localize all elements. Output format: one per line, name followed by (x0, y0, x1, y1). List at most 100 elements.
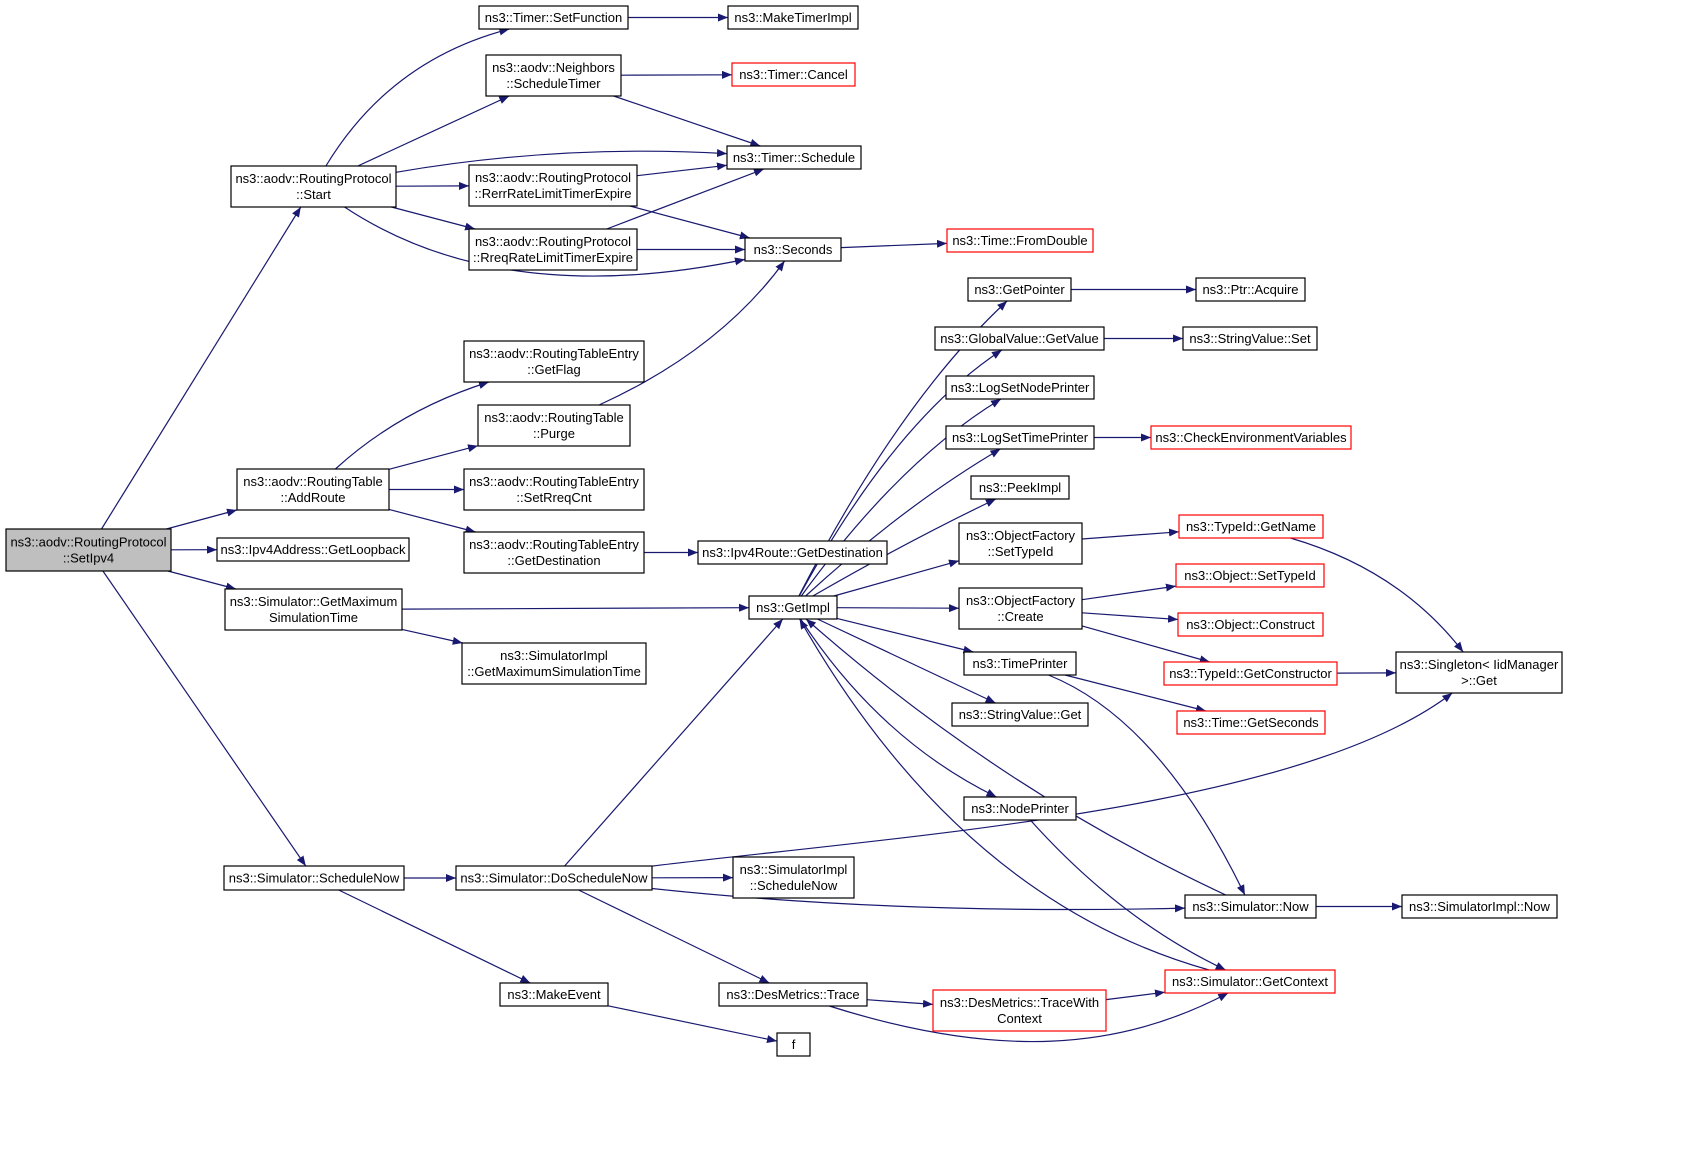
node-label: ns3::StringValue::Get (959, 707, 1082, 722)
node-timegetseconds[interactable]: ns3::Time::GetSeconds (1176, 710, 1326, 735)
node-fromdouble[interactable]: ns3::Time::FromDouble (946, 228, 1094, 253)
node-box (1164, 969, 1336, 994)
node-box (224, 588, 403, 631)
node-makeevent[interactable]: ns3::MakeEvent (499, 982, 609, 1007)
node-logsetnode[interactable]: ns3::LogSetNodePrinter (945, 375, 1095, 400)
node-simimplschedulenow[interactable]: ns3::SimulatorImpl::ScheduleNow (732, 856, 855, 899)
node-box (744, 237, 842, 262)
edge-destrace-to-destracewith (866, 999, 934, 1008)
node-purge[interactable]: ns3::aodv::RoutingTable::Purge (477, 404, 631, 447)
node-box (499, 982, 609, 1007)
node-getloopback[interactable]: ns3::Ipv4Address::GetLoopback (216, 537, 410, 562)
node-singletonget[interactable]: ns3::Singleton< IidManager>::Get (1395, 651, 1563, 694)
node-label: ns3::Simulator::ScheduleNow (229, 871, 400, 886)
node-getimpl[interactable]: ns3::GetImpl (748, 595, 838, 620)
node-checkenv[interactable]: ns3::CheckEnvironmentVariables (1150, 425, 1352, 450)
edge-start-to-neighbors (357, 95, 510, 167)
node-ptracquire[interactable]: ns3::Ptr::Acquire (1195, 277, 1306, 302)
node-box (1176, 710, 1326, 735)
node-label: ns3::Simulator::Now (1192, 899, 1309, 914)
node-box (776, 1032, 811, 1057)
node-f[interactable]: f (776, 1032, 811, 1057)
node-ipv4routegetdest[interactable]: ns3::Ipv4Route::GetDestination (697, 540, 888, 565)
node-setfunction[interactable]: ns3::Timer::SetFunction (478, 5, 629, 30)
edge-getmaxsim-to-getimpl (401, 603, 750, 612)
node-addroute[interactable]: ns3::aodv::RoutingTable::AddRoute (236, 468, 390, 511)
node-box (731, 62, 856, 87)
node-label: ns3::Ipv4Route::GetDestination (702, 545, 883, 560)
node-stringvalueget[interactable]: ns3::StringValue::Get (951, 702, 1089, 727)
edge-ofsettypeid-to-typeidgetname (1081, 528, 1180, 540)
node-schedulenow[interactable]: ns3::Simulator::ScheduleNow (223, 865, 405, 891)
node-logsettime[interactable]: ns3::LogSetTimePrinter (945, 425, 1095, 450)
node-label: ns3::StringValue::Set (1189, 331, 1311, 346)
node-label: ::SetIpv4 (63, 551, 114, 566)
node-label: ::Start (296, 187, 331, 202)
edge-simgetcontext-to-getimpl (799, 618, 1210, 971)
node-ofcreate[interactable]: ns3::ObjectFactory::Create (958, 587, 1083, 630)
node-label: ns3::aodv::RoutingTable (484, 410, 623, 425)
edge-ofcreate-to-objsettypeid (1081, 583, 1177, 601)
edge-doschedulenow-to-getimpl (564, 618, 784, 867)
node-globalgetvalue[interactable]: ns3::GlobalValue::GetValue (934, 326, 1105, 351)
node-timercancel[interactable]: ns3::Timer::Cancel (731, 62, 856, 87)
node-label: ::GetMaximumSimulationTime (467, 664, 641, 679)
node-label: ns3::DesMetrics::TraceWith (940, 995, 1099, 1010)
node-nodeprinter[interactable]: ns3::NodePrinter (963, 796, 1077, 821)
node-label: ns3::Time::FromDouble (952, 233, 1087, 248)
node-simimplmax[interactable]: ns3::SimulatorImpl::GetMaximumSimulation… (461, 642, 647, 685)
node-destrace[interactable]: ns3::DesMetrics::Trace (718, 982, 868, 1007)
node-neighbors[interactable]: ns3::aodv::Neighbors::ScheduleTimer (485, 54, 622, 97)
node-start[interactable]: ns3::aodv::RoutingProtocol::Start (230, 165, 397, 208)
node-peekimpl[interactable]: ns3::PeekImpl (970, 475, 1070, 500)
node-simimplnow[interactable]: ns3::SimulatorImpl::Now (1401, 894, 1558, 919)
node-label: ns3::Singleton< IidManager (1400, 657, 1559, 672)
edge-simnow-to-getimpl (805, 618, 1227, 896)
node-box (1178, 514, 1324, 539)
node-label: ns3::aodv::RoutingTable (243, 474, 382, 489)
node-simgetcontext[interactable]: ns3::Simulator::GetContext (1164, 969, 1336, 994)
node-box (958, 587, 1083, 630)
node-label: ns3::aodv::Neighbors (492, 60, 615, 75)
node-timerschedule[interactable]: ns3::Timer::Schedule (726, 145, 862, 170)
node-label: ns3::CheckEnvironmentVariables (1155, 430, 1347, 445)
node-box (697, 540, 888, 565)
node-label: SimulationTime (269, 610, 358, 625)
node-box (963, 796, 1077, 821)
node-box (463, 468, 645, 511)
node-label: ::GetFlag (527, 362, 580, 377)
node-label: ns3::Time::GetSeconds (1183, 715, 1319, 730)
node-rerr[interactable]: ns3::aodv::RoutingProtocol::RerrRateLimi… (468, 164, 638, 207)
node-maketimerimpl[interactable]: ns3::MakeTimerImpl (727, 5, 859, 30)
node-getpointer[interactable]: ns3::GetPointer (967, 277, 1072, 302)
node-label: ::Purge (533, 426, 575, 441)
node-label: ::RerrRateLimitTimerExpire (475, 186, 632, 201)
node-label: ns3::MakeEvent (507, 987, 601, 1002)
node-box (970, 475, 1070, 500)
node-seconds[interactable]: ns3::Seconds (744, 237, 842, 262)
node-getflag[interactable]: ns3::aodv::RoutingTableEntry::GetFlag (463, 340, 645, 383)
node-ofsettypeid[interactable]: ns3::ObjectFactory::SetTypeId (958, 522, 1083, 565)
node-simnow[interactable]: ns3::Simulator::Now (1184, 894, 1317, 919)
node-label: ns3::aodv::RoutingProtocol (235, 171, 391, 186)
edge-getimpl-to-ofsettypeid (833, 559, 960, 597)
node-label: ns3::TypeId::GetConstructor (1169, 666, 1332, 681)
node-box (951, 702, 1089, 727)
node-objsettypeid[interactable]: ns3::Object::SetTypeId (1175, 563, 1325, 588)
node-setrreq[interactable]: ns3::aodv::RoutingTableEntry::SetRreqCnt (463, 468, 645, 511)
node-label: ns3::MakeTimerImpl (734, 10, 851, 25)
node-timeprinter[interactable]: ns3::TimePrinter (963, 651, 1077, 676)
node-typeidgetctor[interactable]: ns3::TypeId::GetConstructor (1163, 661, 1338, 686)
node-typeidgetname[interactable]: ns3::TypeId::GetName (1178, 514, 1324, 539)
node-doschedulenow[interactable]: ns3::Simulator::DoScheduleNow (455, 865, 653, 891)
node-stringvalueset[interactable]: ns3::StringValue::Set (1182, 326, 1318, 351)
node-getdest[interactable]: ns3::aodv::RoutingTableEntry::GetDestina… (463, 531, 645, 574)
node-getmaxsim[interactable]: ns3::Simulator::GetMaximumSimulationTime (224, 588, 403, 631)
edge-getimpl-to-timeprinter (836, 617, 974, 654)
node-rreq[interactable]: ns3::aodv::RoutingProtocol::RreqRateLimi… (468, 228, 638, 271)
node-objconstruct[interactable]: ns3::Object::Construct (1177, 612, 1324, 637)
node-label: ns3::Ipv4Address::GetLoopback (220, 542, 406, 557)
node-root[interactable]: ns3::aodv::RoutingProtocol::SetIpv4 (5, 528, 172, 572)
edge-doschedulenow-to-destrace (578, 889, 770, 984)
